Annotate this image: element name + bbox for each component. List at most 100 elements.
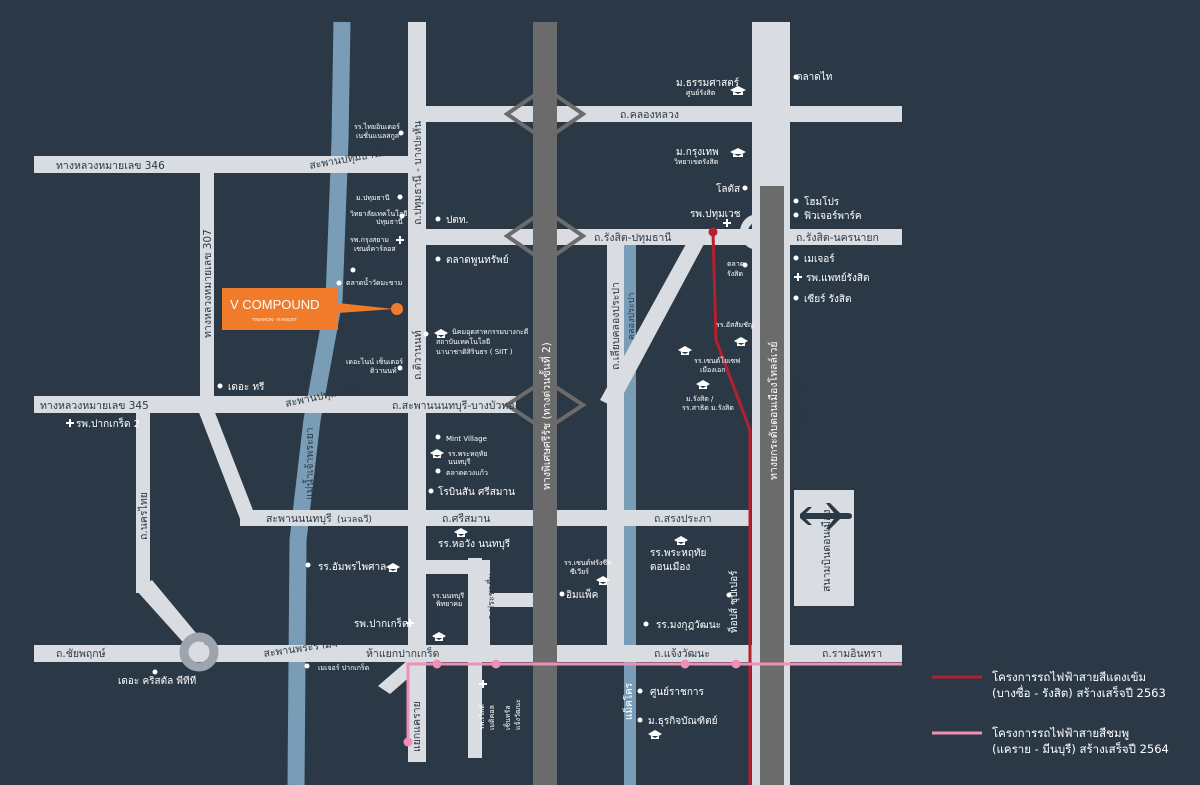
svg-text:ถ.วิภาวดีรังสิต: ถ.วิภาวดีรังสิต — [792, 375, 805, 440]
svg-text:เนชั่นแนลสกูล: เนชั่นแนลสกูล — [356, 131, 399, 140]
svg-text:ถ.รังสิต-ปทุมธานี: ถ.รังสิต-ปทุมธานี — [594, 231, 671, 244]
svg-text:ถ.ศรีสมาน: ถ.ศรีสมาน — [442, 512, 490, 525]
svg-text:ปทุมธานี: ปทุมธานี — [376, 218, 403, 226]
svg-text:วิทยาเขตรังสิต: วิทยาเขตรังสิต — [674, 158, 719, 166]
svg-text:ตลาด: ตลาด — [727, 260, 744, 268]
svg-text:ตลาดน้ำวัดมะขาม: ตลาดน้ำวัดมะขาม — [346, 276, 402, 287]
svg-text:เมืองเอก: เมืองเอก — [700, 366, 725, 374]
svg-text:รพ.กรุงสยาม: รพ.กรุงสยาม — [350, 236, 389, 244]
svg-text:ม.ธุรกิจบัณฑิตย์: ม.ธุรกิจบัณฑิตย์ — [648, 715, 717, 727]
svg-text:ทางพิเศษศรีรัช (ทางด่วนขั้นที่: ทางพิเศษศรีรัช (ทางด่วนขั้นที่ 2) — [539, 342, 553, 490]
svg-text:รร.หอวัง นนทบุรี: รร.หอวัง นนทบุรี — [438, 538, 511, 550]
svg-text:รพ.ปากเกร็ด 2: รพ.ปากเกร็ด 2 — [76, 416, 140, 430]
legend-pink-line-2: (แคราย - มีนบุรี) สร้างเสร็จปี 2564 — [992, 741, 1169, 756]
svg-text:วิทยาลัยเทคโนโลยี: วิทยาลัยเทคโนโลยี — [350, 209, 407, 218]
svg-text:โลตัส: โลตัส — [716, 182, 740, 195]
svg-text:ถ.สามัคคี: ถ.สามัคคี — [430, 603, 441, 640]
poi-labels: ม.ธรรมศาสตร์ ศูนย์รังสิต ตลาดไท ม.กรุงเท… — [76, 71, 869, 730]
svg-text:ฟิวเจอร์พาร์ค: ฟิวเจอร์พาร์ค — [804, 210, 862, 222]
svg-text:โฮมโปร: โฮมโปร — [804, 195, 840, 208]
legend: โครงการรถไฟฟ้าสายสีแดงเข้ม (บางซื่อ - รั… — [932, 670, 1169, 756]
svg-text:เมดิคอล: เมดิคอล — [488, 705, 496, 730]
svg-text:(นวลฉวี): (นวลฉวี) — [337, 514, 372, 525]
svg-text:รังสิต: รังสิต — [727, 270, 743, 278]
svg-text:Mint Village: Mint Village — [446, 435, 487, 443]
svg-text:รร.มงกุฎวัฒนะ: รร.มงกุฎวัฒนะ — [656, 620, 721, 631]
svg-text:เดอะ คริสตัล พีทีที: เดอะ คริสตัล พีทีที — [118, 675, 196, 687]
svg-text:รร.เซนต์ฟรังซีส: รร.เซนต์ฟรังซีส — [564, 559, 612, 567]
svg-text:แม็คโคร: แม็คโคร — [621, 682, 635, 720]
project-logo-sub: TIWANON - RANGSIT — [252, 317, 297, 322]
expressway-interchange — [503, 85, 587, 433]
project-callout: V COMPOUND TIWANON - RANGSIT — [222, 288, 403, 330]
legend-red-line-1: โครงการรถไฟฟ้าสายสีแดงเข้ม — [992, 670, 1146, 684]
svg-text:รร.ไทยอินเตอร์: รร.ไทยอินเตอร์ — [354, 122, 400, 131]
svg-text:นิคมอุตสาหกรรมบางกะดี: นิคมอุตสาหกรรมบางกะดี — [452, 328, 528, 336]
svg-text:ม.กรุงเทพ: ม.กรุงเทพ — [676, 147, 719, 158]
don-mueang-tollway — [760, 186, 784, 785]
svg-text:รร.พระหฤทัย: รร.พระหฤทัย — [650, 548, 706, 559]
airport-block — [794, 490, 854, 606]
svg-text:รพ.ปทุมเวช: รพ.ปทุมเวช — [690, 209, 741, 220]
svg-text:ถ.เลียบคลองประปา: ถ.เลียบคลองประปา — [609, 282, 622, 370]
svg-text:โรบินสัน ศรีสมาน: โรบินสัน ศรีสมาน — [438, 485, 515, 498]
svg-text:ทางหลวงหมายเลข 346: ทางหลวงหมายเลข 346 — [56, 160, 165, 172]
svg-text:ถ.สรงประภา: ถ.สรงประภา — [654, 513, 712, 525]
svg-text:สะพานนนทบุรี: สะพานนนทบุรี — [266, 512, 332, 525]
svg-text:เซียร์ รังสิต: เซียร์ รังสิต — [804, 293, 851, 305]
svg-text:ทางหลวงหมายเลข 307: ทางหลวงหมายเลข 307 — [202, 229, 214, 338]
airplane-icon — [800, 503, 852, 529]
hospital-icons — [66, 219, 802, 688]
svg-text:รร.นนทบุรี: รร.นนทบุรี — [432, 592, 464, 600]
legend-red-line-2: (บางซื่อ - รังสิต) สร้างเสร็จปี 2563 — [992, 685, 1166, 700]
svg-text:ศูนย์รังสิต: ศูนย์รังสิต — [686, 89, 716, 97]
roundabout — [179, 632, 219, 672]
svg-text:ถ.ปทุมธานี - บางปะหัน: ถ.ปทุมธานี - บางปะหัน — [411, 121, 424, 225]
svg-text:ม.ธรรมศาสตร์: ม.ธรรมศาสตร์ — [676, 77, 740, 89]
svg-text:รพ.แพทย์รังสิต: รพ.แพทย์รังสิต — [806, 272, 869, 284]
svg-text:ถ.รามอินทรา: ถ.รามอินทรา — [822, 648, 882, 660]
svg-text:ทางยกระดับดอนเมืองโทลล์เวย์: ทางยกระดับดอนเมืองโทลล์เวย์ — [767, 341, 780, 480]
svg-text:เมเจอร์ ปากเกร็ด: เมเจอร์ ปากเกร็ด — [318, 663, 369, 672]
svg-text:ถ.แจ้งวัฒนะ: ถ.แจ้งวัฒนะ — [654, 648, 710, 660]
svg-text:สนามบินดอนเมือง: สนามบินดอนเมือง — [820, 510, 833, 593]
svg-text:ตลาดพูนทรัพย์: ตลาดพูนทรัพย์ — [446, 254, 509, 266]
svg-text:ติวานนท์: ติวานนท์ — [370, 367, 397, 375]
svg-text:ม.ปทุมธานี: ม.ปทุมธานี — [356, 194, 390, 202]
svg-text:ถ.รังสิต-นครนายก: ถ.รังสิต-นครนายก — [796, 232, 879, 244]
svg-text:เซนต์คาร์ลอส: เซนต์คาร์ลอส — [354, 245, 396, 253]
svg-text:ถ.ประชาชื่น: ถ.ประชาชื่น — [484, 573, 497, 620]
poi-dots — [152, 74, 799, 723]
svg-text:รร.สาธิต ม.รังสิต: รร.สาธิต ม.รังสิต — [682, 404, 734, 412]
road-labels-vertical: ทางหลวงหมายเลข 307 ถ.ปทุมธานี - บางปะหัน… — [137, 121, 833, 752]
svg-text:คลองประปา: คลองประปา — [627, 293, 637, 340]
svg-text:รร.อัสสัมชัญ: รร.อัสสัมชัญ — [716, 321, 754, 329]
svg-text:ศูนย์ราชการ: ศูนย์ราชการ — [650, 686, 704, 698]
svg-text:ตลาดดวงแก้ว: ตลาดดวงแก้ว — [446, 469, 488, 477]
pink-line-stations — [403, 659, 741, 747]
svg-text:รร.พระหฤทัย: รร.พระหฤทัย — [448, 450, 487, 458]
svg-text:อิมแพ็ค: อิมแพ็ค — [566, 587, 598, 601]
svg-text:แม่น้ำเจ้าพระยา: แม่น้ำเจ้าพระยา — [302, 427, 316, 500]
svg-text:เมเจอร์: เมเจอร์ — [804, 253, 835, 265]
svg-text:รพ.ปากเกร็ด: รพ.ปากเกร็ด — [354, 616, 409, 630]
svg-text:พิทยาคม: พิทยาคม — [436, 600, 463, 608]
svg-text:รร.อัมพรไพศาล: รร.อัมพรไพศาล — [318, 561, 386, 573]
svg-text:ม.รังสิต /: ม.รังสิต / — [686, 395, 714, 403]
svg-text:ปตท.: ปตท. — [446, 215, 469, 226]
project-logo-text: V COMPOUND — [230, 297, 320, 312]
svg-text:แยกแคราย: แยกแคราย — [411, 701, 423, 752]
svg-text:รพ.เวิลด์: รพ.เวิลด์ — [478, 704, 486, 730]
svg-text:ทางหลวงหมายเลข 345: ทางหลวงหมายเลข 345 — [40, 400, 149, 412]
svg-text:นนทบุรี: นนทบุรี — [448, 458, 471, 466]
svg-text:รร.เซนต์โยเซฟ: รร.เซนต์โยเซฟ — [694, 356, 740, 365]
red-line-rail — [711, 231, 752, 785]
svg-text:ท็อปส์ ซุปเปอร์: ท็อปส์ ซุปเปอร์ — [726, 570, 740, 633]
svg-text:เดอะ ทรี: เดอะ ทรี — [228, 381, 265, 393]
svg-text:เดอะไนน์ เซ็นเตอร์: เดอะไนน์ เซ็นเตอร์ — [346, 357, 403, 366]
svg-text:ถ.ติวานนท์: ถ.ติวานนท์ — [411, 330, 424, 380]
svg-text:เซ็นทรัล: เซ็นทรัล — [503, 705, 512, 730]
svg-text:ถ.สะพานนนทบุรี-บางบัวทอง: ถ.สะพานนนทบุรี-บางบัวทอง — [392, 399, 520, 412]
school-icons — [386, 86, 748, 739]
